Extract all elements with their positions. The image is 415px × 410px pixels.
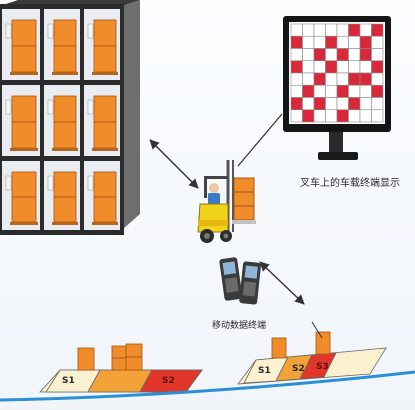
grid-cell [348,60,361,74]
grid-cell [325,109,338,123]
grid-cell [371,48,384,62]
grid-cell [348,23,361,37]
grid-cell [313,48,326,62]
grid-cell [302,84,315,98]
zone-right-s3-label: S3 [316,362,329,372]
grid-cell [348,35,361,49]
grid-cell [290,35,303,49]
grid-cell [359,109,372,123]
grid-cell [371,109,384,123]
grid-cell [313,97,326,111]
grid-cell [302,97,315,111]
grid-cell [336,97,349,111]
monitor-caption: 叉车上的车载终端显示 [300,178,400,189]
grid-cell [359,84,372,98]
grid-cell [371,35,384,49]
grid-cell [371,84,384,98]
grid-cell [325,97,338,111]
grid-cell [313,84,326,98]
staging-zone-left [39,343,203,393]
grid-cell [290,48,303,62]
grid-cell [359,72,372,86]
grid-cell [325,23,338,37]
grid-cell [348,109,361,123]
grid-cell [325,72,338,86]
grid-cell [336,84,349,98]
staging-zone-right [237,321,387,385]
monitor-icon [283,16,391,160]
inventory-grid [290,23,384,123]
grid-cell [325,48,338,62]
grid-cell [302,60,315,74]
grid-cell [336,23,349,37]
grid-cell [348,72,361,86]
zone-left-s1-label: S1 [62,376,75,386]
grid-cell [325,35,338,49]
grid-cell [371,60,384,74]
zone-right-s2-label: S2 [292,364,305,374]
handheld-scanner-icon [219,257,261,305]
grid-cell [290,72,303,86]
grid-cell [313,23,326,37]
zone-left-s2-label: S2 [162,376,175,386]
grid-cell [348,48,361,62]
grid-cell [336,72,349,86]
grid-cell [313,35,326,49]
grid-cell [290,84,303,98]
line-monitor-forklift [237,113,283,167]
grid-cell [336,35,349,49]
grid-cell [290,23,303,37]
zone-right-s1-label: S1 [258,366,271,376]
grid-cell [359,48,372,62]
floor-line [0,370,415,402]
terminal-caption: 移动数据终端 [212,321,267,331]
grid-cell [336,60,349,74]
grid-cell [371,97,384,111]
grid-cell [359,97,372,111]
grid-cell [302,72,315,86]
grid-cell [302,23,315,37]
grid-cell [302,48,315,62]
grid-cell [313,109,326,123]
grid-cell [313,60,326,74]
forklift-icon [197,160,256,243]
grid-cell [325,60,338,74]
grid-cell [336,48,349,62]
grid-cell [290,60,303,74]
grid-cell [325,84,338,98]
arrow-terminal-zone [259,261,305,305]
grid-cell [359,60,372,74]
grid-cell [290,109,303,123]
grid-cell [313,72,326,86]
grid-cell [359,35,372,49]
grid-cell [371,23,384,37]
grid-cell [359,23,372,37]
grid-cell [371,72,384,86]
grid-cell [302,35,315,49]
grid-cell [348,97,361,111]
grid-cell [290,97,303,111]
arrow-rack-forklift [149,139,199,189]
grid-cell [348,84,361,98]
grid-cell [336,109,349,123]
storage-rack [0,0,140,235]
grid-cell [302,109,315,123]
